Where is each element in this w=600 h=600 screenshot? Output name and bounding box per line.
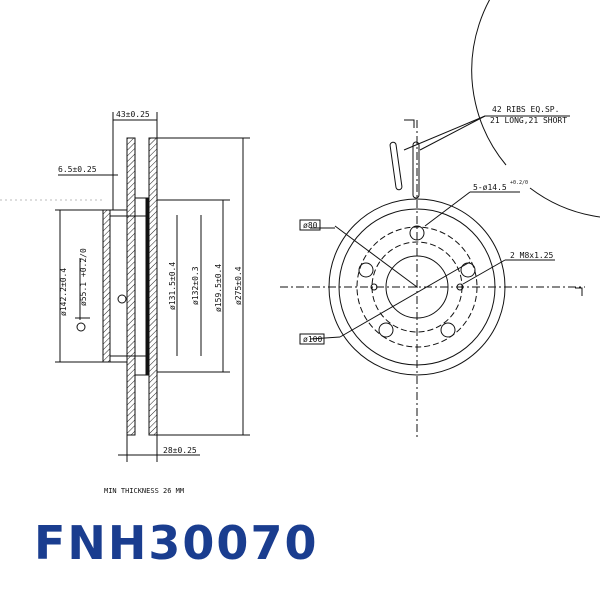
- min-thickness-note: MIN THICKNESS 26 MM: [104, 487, 184, 495]
- ribs-note-line1: 42 RIBS EQ.SP.: [492, 105, 559, 114]
- bolt-holes-tolerance: +0.2/0: [510, 180, 528, 186]
- dim-hat-outer: ø142.2±0.4: [59, 268, 68, 316]
- pcd-80-label: ø80: [303, 221, 318, 230]
- dim-159: ø159.5±0.4: [214, 264, 223, 312]
- part-number: FNH30070: [34, 516, 319, 570]
- dim-center-bore: ø55.1 +0.2/0: [79, 248, 88, 306]
- threads-note: 2 M8x1.25: [510, 251, 554, 260]
- dim-overall-width: 43±0.25: [116, 110, 150, 119]
- dim-disc-thickness: 28±0.25: [163, 446, 197, 455]
- pcd-100-label: ø100: [303, 335, 322, 344]
- dim-outer: ø275±0.4: [234, 266, 243, 305]
- front-view: [280, 0, 600, 440]
- bolt-holes-note: 5-ø14.5: [473, 183, 507, 192]
- dim-inner: ø131.5±0.4: [168, 262, 177, 310]
- side-view: [0, 112, 250, 462]
- ribs-note-line2: 21 LONG,21 SHORT: [490, 116, 567, 125]
- dim-132: ø132±0.3: [191, 266, 200, 305]
- dim-hat-offset: 6.5±0.25: [58, 165, 97, 174]
